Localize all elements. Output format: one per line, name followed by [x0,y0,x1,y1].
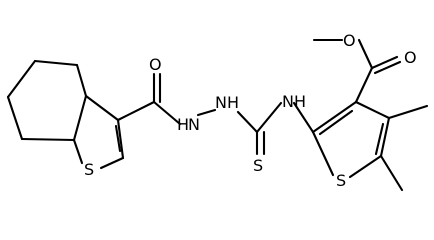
bond-benzothiophene-3 [72,138,84,165]
bond-thiophene-right-4 [311,130,335,177]
atom-nh-hydrazide-right: NH [215,93,239,112]
bond-hydrazide-n-n [196,108,217,117]
bond-ester-o-to-carbon [357,38,374,70]
atom-s-thiophene-right: S [336,171,346,190]
bond-hydrazide-to-carbonyl [152,100,182,126]
bond-thiourea-c-to-hydrazide-nh [236,110,259,134]
bond-thiophene-right-5 [311,100,358,134]
molecule-structure: O O O S S S NH NH H N [6,31,429,192]
bond-cyclohexene-2 [33,59,79,67]
bond-layer [6,38,429,192]
bond-thiophene-right-3 [348,154,383,179]
bond-nh-to-thiourea-c [255,101,283,134]
bond-ester-carbonyl [370,55,399,70]
bond-thiophene-right-2 [379,116,391,158]
bond-benzothiophene-1 [84,94,120,122]
atom-nh-thiourea: NH [282,92,306,111]
bond-cyclohexene-1 [75,63,88,98]
bond-benzothiophene-5 [116,118,125,160]
bond-thiophene-right-2-double [374,122,385,156]
atom-s-thiophene-left: S [84,160,94,179]
atom-h-hydrazide-left: H [177,115,189,134]
bond-methyl-bottom [379,154,404,192]
bond-cyclohexene-5 [20,137,76,142]
atom-n-hydrazide-left: N [188,115,200,134]
bond-cyclohexene-3 [6,59,37,99]
atom-o-amide: O [149,55,162,74]
atom-o-ester-ether: O [343,31,356,50]
bond-carbonyl-to-ring [116,100,156,122]
bond-thiophene-to-nh [292,101,315,134]
bond-methyl-top [387,104,429,120]
bond-thiophene-right-5-double [318,109,354,136]
bond-ester-carbonyl-double [373,60,402,75]
bond-benzothiophene-4 [99,156,125,170]
atom-o-ester-carbonyl: O [404,48,417,67]
bond-benzothiophene-5-double [114,124,122,153]
atom-s-thione: S [253,156,263,175]
atom-label-layer: O O O S S S NH NH H N [84,31,417,190]
bond-thiophene-right-1 [354,100,391,120]
bond-benzothiophene-2 [72,94,88,142]
bond-ester-to-ring [354,66,374,104]
bond-cyclohexene-4 [6,95,24,141]
